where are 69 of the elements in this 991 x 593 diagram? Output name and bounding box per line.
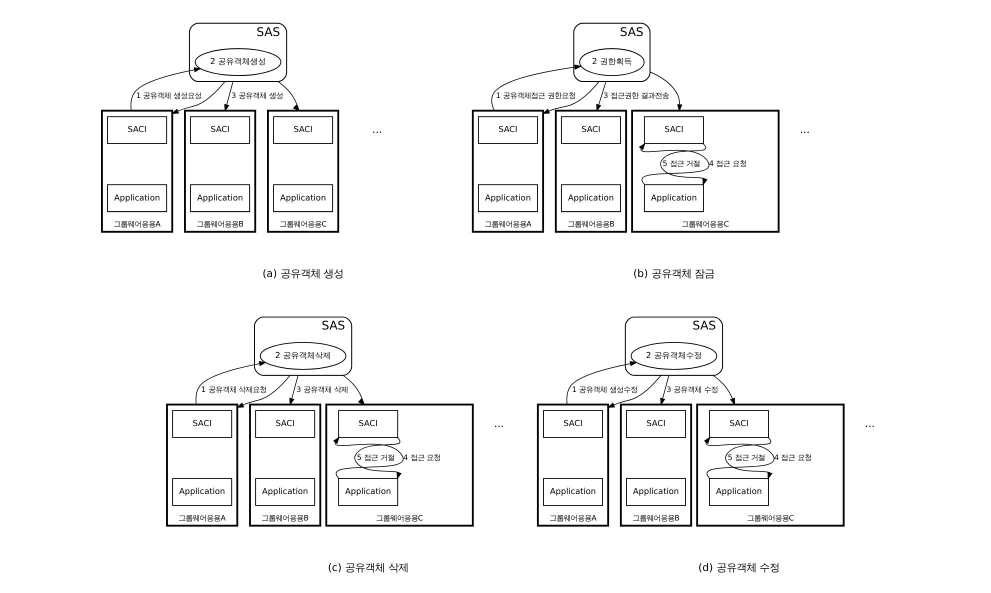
arrow [660,143,707,186]
node-box: SACI [626,410,686,438]
edge-label: 5 접근 거절 [356,452,394,462]
label: (c) 공유객체 삭제 [327,562,408,574]
node-box: SACI [106,116,167,144]
arrow [332,436,404,479]
edge-label: 1 공유객체 생성요성 [136,90,202,100]
label: (b) 공유객체 잠금 [632,268,714,280]
arrow [236,375,290,408]
arrow [195,361,266,405]
node-ellipse: 2 권한획득 [578,48,644,76]
node-box: Application [477,184,538,212]
edge-label: 1 공유객체 생성수정 [572,384,638,394]
arrow [566,361,637,405]
node-box: Application [708,478,768,506]
node-box: Application [542,478,602,506]
arrow [542,81,599,114]
label: ... [372,124,382,136]
edge-label: 5 접근 거절 [727,452,765,462]
arrow [224,81,233,112]
node-box: SACI [708,410,768,438]
node-box: Application [106,184,167,212]
edge-label: 1 공유객체접근 권한요청 [495,90,575,100]
node-box: SACI [254,410,315,438]
node-box: Application [172,478,232,506]
arrow [130,67,202,112]
arrow [596,81,606,112]
arrow [354,437,402,480]
label: ... [799,124,810,136]
node-box: Application [190,184,250,212]
node-box: Application [560,184,620,212]
edge-label: 1 공유객체 삭제요청 [200,384,266,394]
arrow [277,81,300,112]
node-box: SACI [172,410,232,438]
edge-label: 3 공유객체 생성 [230,90,282,100]
edge-label: 3 공유객체 수정 [666,384,718,394]
node-box: SACI [542,410,602,438]
node-box: Application [643,184,704,212]
node-box: SACI [560,116,620,144]
arrow [703,436,774,479]
arrow [606,375,661,408]
edge-label: 4 접근 요청 [774,452,812,462]
label: (d) 공유객체 수정 [698,562,780,574]
arrow [170,81,225,114]
node-box: Application [626,478,686,506]
arrow [660,375,669,406]
node-box: SACI [643,116,704,144]
arrow [490,64,582,112]
label: (a) 공유객체 생성 [262,268,344,280]
label: ... [864,418,874,430]
node-box: Application [254,478,315,506]
arrow [342,375,365,406]
node-box: SACI [272,116,333,144]
arrow [724,437,772,480]
label: ... [494,418,504,430]
edge-label: 4 접근 요청 [708,159,746,168]
node-box: Application [338,478,398,506]
node-box: SACI [338,410,398,438]
node-box: SACI [477,116,538,144]
node-box: Application [272,184,333,212]
node-box: SACI [190,116,250,144]
edge-label: 3 접근권한 결과전송 [602,90,668,100]
arrow [638,142,709,186]
edge-label: 3 공유객체 삭제 [296,384,348,394]
arrow [712,375,735,406]
edge-label: 4 접근 요청 [402,452,440,462]
arrow [649,72,682,112]
arrow [288,375,298,406]
edge-label: 5 접근 거절 [662,159,700,168]
